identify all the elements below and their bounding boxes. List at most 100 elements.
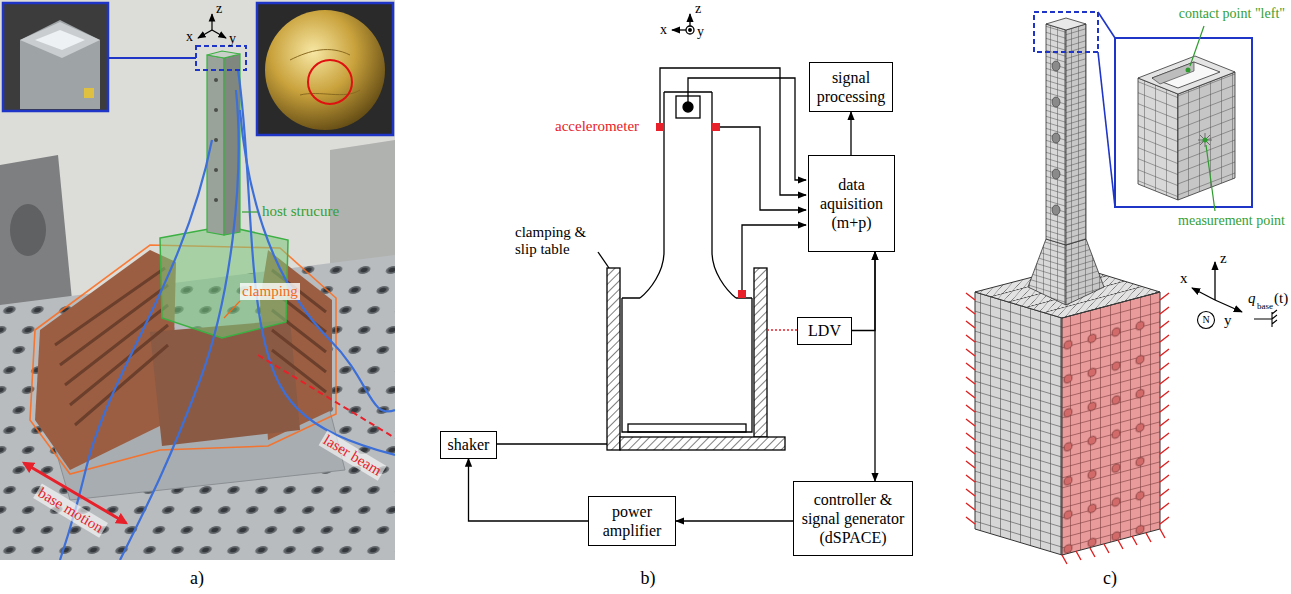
axis-label: x [660,22,667,38]
setup-sketch-part [742,225,806,290]
fe-mesh-part [1138,78,1178,200]
fe-mesh-part [1115,38,1252,207]
axis-label: x [186,29,193,45]
photo-panel-part [10,204,46,256]
box-label: controller & signal generator (dSPACE) [798,490,908,548]
setup-sketch-part [660,68,806,195]
fe-mesh-part-part [1052,97,1060,107]
photo-panel-part [84,88,94,98]
fe-mesh-part [1098,12,1115,38]
fe-mesh-part [966,293,975,524]
fe-mesh-part [1066,24,1086,245]
fe-mesh-part [1160,293,1169,524]
photo-panel-part [20,22,100,58]
signal-label: (t) [1274,290,1288,307]
fe-mesh-part [1192,288,1215,300]
photo-panel-part [0,155,72,322]
fe-mesh-part-part [1052,205,1060,215]
setup-sketch-part [712,123,720,131]
fe-mesh-part [1190,26,1204,66]
fe-mesh-part [1028,239,1066,305]
process-box: signal processing [809,62,893,112]
fe-mesh-part [1062,292,1160,555]
setup-sketch-part [720,127,806,210]
fe-mesh-part [1214,262,1215,300]
fe-mesh-part [1186,68,1191,73]
photo-panel-part [20,20,100,109]
point-label: measurement point [1178,213,1285,229]
setup-sketch-part [689,29,692,32]
setup-sketch-part [686,26,694,34]
photo-panel-part [108,57,196,59]
fe-mesh-part [1206,145,1215,211]
photo-panel-part [242,211,258,212]
setup-sketch-part [622,298,752,432]
photo-panel-part [196,46,246,70]
photo-panel-part [308,60,352,104]
part-label: clamping [240,283,300,300]
setup-sketch-part [497,443,607,444]
fe-mesh-part [1062,529,1165,564]
photo-panel-part [150,320,300,446]
process-box: LDV [797,317,852,345]
fe-mesh-part [1046,24,1066,245]
setup-sketch-part [620,437,785,450]
photo-panel-part [35,30,85,50]
process-box: power amplifier [588,496,676,546]
setup-sketch-part [683,102,693,112]
box-label: shaker [448,435,490,454]
photo-panel-part [207,51,240,58]
axis-label: z [1220,250,1227,267]
process-box: shaker [440,431,497,459]
photo-panel-part [214,78,218,202]
photo-panel-part-part [214,78,218,82]
fe-mesh-part [1198,133,1212,147]
axis-label: z [216,1,222,17]
fe-mesh-part [1034,12,1098,52]
fe-mesh-part-part [1052,169,1060,179]
photo-panel-part [207,55,224,235]
fe-mesh-part [1062,292,1160,555]
setup-sketch-part [688,78,806,180]
setup-sketch [497,14,806,450]
axis-label: y [229,31,236,47]
photo-panel-part [224,301,240,318]
part-label: host strucure [262,203,339,220]
setup-sketch-part [640,92,736,298]
box-label: LDV [808,321,841,340]
photo-panel-part [257,3,393,135]
setup-sketch-part [767,329,797,330]
fe-mesh-part [1254,310,1277,327]
connector-arrow [850,112,851,155]
setup-sketch-part [656,123,664,131]
connector-arrow [874,252,875,481]
photo-panel [0,0,395,560]
setup-sketch-part [738,290,746,298]
process-box: controller & signal generator (dSPACE) [793,481,913,556]
setup-sketch-part [628,424,746,432]
fe-mesh-part-part [1052,61,1060,71]
fe-mesh-part [1046,18,1086,30]
setup-sketch-part [607,268,620,450]
fe-mesh-part [1052,61,1060,215]
photo-panel-part [3,3,108,111]
fe-mesh-part [1138,56,1235,94]
signal-label: q [1248,290,1256,307]
panel-label: a) [190,568,204,589]
photo-panel-part [0,0,395,560]
photo-panel-part-part [214,138,218,142]
fe-mesh-part [1152,62,1220,88]
panel-label: c) [1103,568,1117,589]
photo-panel-part-part [214,108,218,112]
fe-mesh-part [1066,239,1104,305]
photo-panel-part [265,10,385,130]
box-label: signal processing [814,68,888,106]
axis-label: z [695,1,701,17]
fe-mesh-part [975,292,1062,555]
fe-mesh-part [1215,300,1242,312]
connector-arrow [469,459,589,522]
box-label: data aquisition (m+p) [813,175,890,233]
photo-panel-part [198,30,212,38]
north-symbol: N [1203,314,1210,326]
